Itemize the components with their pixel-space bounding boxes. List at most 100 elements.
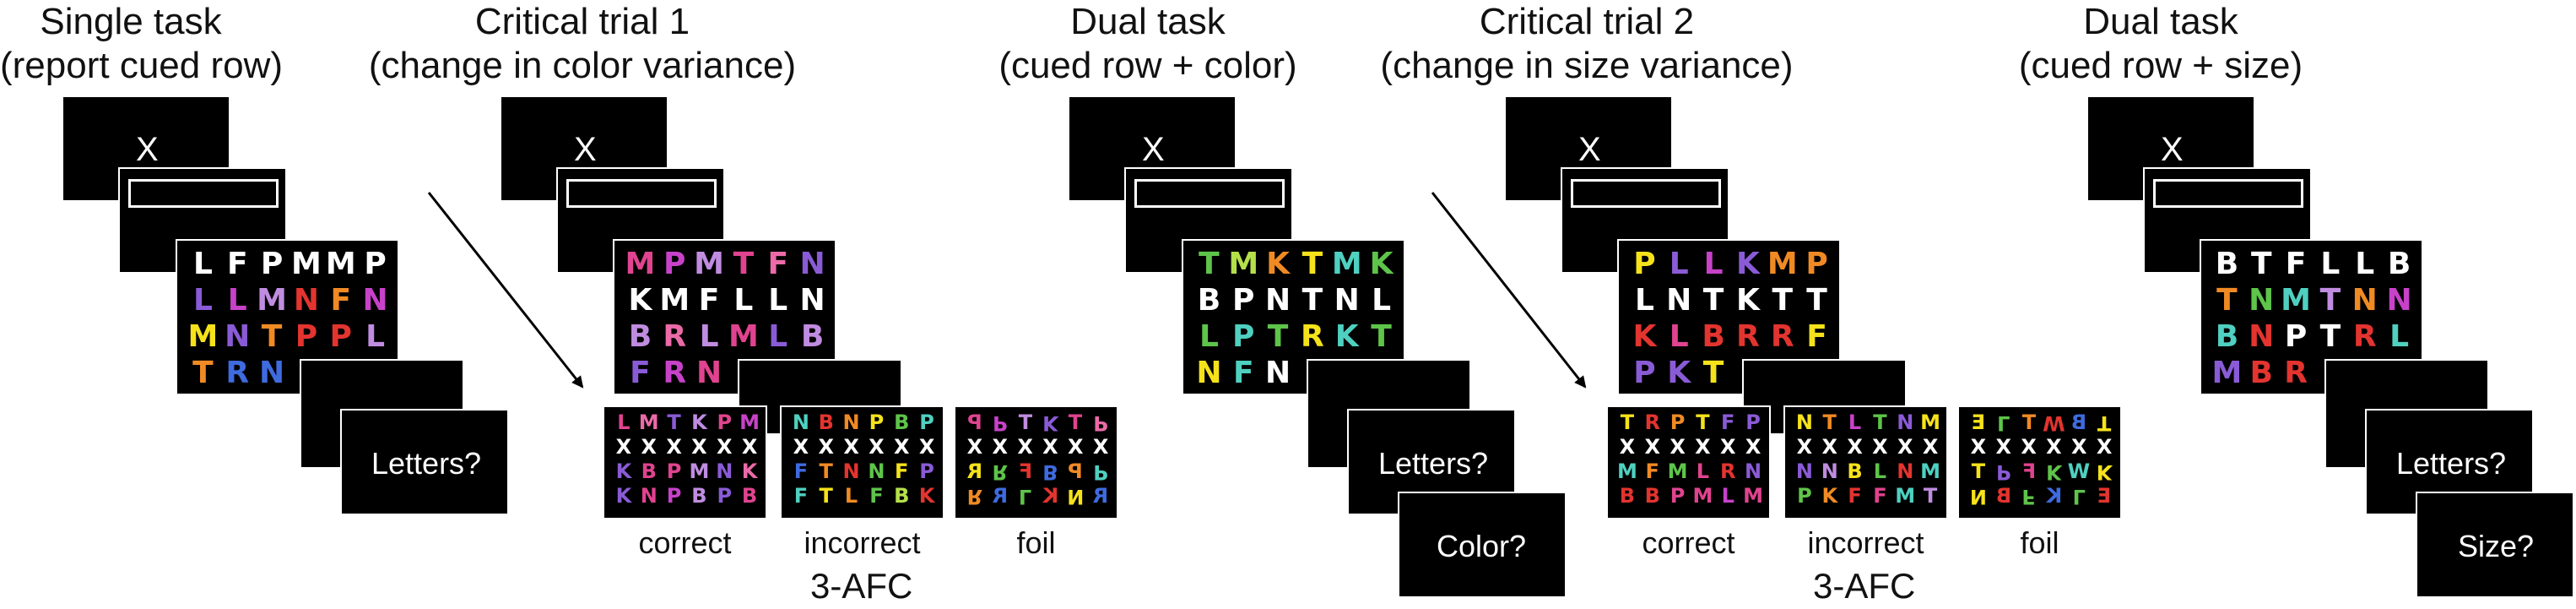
row-cue-box [128, 179, 279, 208]
letter-cell: X [2070, 435, 2087, 459]
letter-cell: F [698, 283, 720, 318]
letter-cell: N [2351, 283, 2378, 318]
letter-cell: M [325, 247, 356, 281]
letter-cell: R [663, 356, 687, 390]
letter-cell: T [1806, 283, 1827, 318]
title-line-2: (cued row + size) [2018, 45, 2303, 86]
letter-cell: N [799, 247, 825, 281]
letter-cell: X [1796, 435, 1813, 459]
caption-correct: correct [1642, 525, 1735, 560]
letter-cell: L [2320, 247, 2341, 281]
letter-cell: L [1018, 485, 1032, 508]
letter-cell: L [1721, 484, 1734, 508]
letter-cell: K [1632, 319, 1657, 354]
letter-cell: T [1371, 319, 1392, 354]
letter-cell: F [793, 459, 809, 483]
letter-cell: M [290, 247, 322, 281]
letter-cell: B [1702, 319, 1725, 354]
letter-cell: P [1797, 484, 1812, 508]
letter-cell: N [1666, 283, 1692, 318]
letter-cell: R [1720, 459, 1736, 483]
title-line-2: (report cued row) [0, 45, 284, 86]
letter-cell: X [2046, 435, 2062, 459]
letter-cell: X [818, 435, 834, 459]
row-cue-box [566, 179, 717, 208]
letter-cell: X [1042, 435, 1058, 459]
color-prompt: Color? [1437, 529, 1527, 563]
title-line-1: Critical trial 1 [474, 1, 690, 42]
letter-cell: X [641, 435, 657, 459]
letter-cell: X [893, 435, 910, 459]
letter-cell: N [2386, 283, 2412, 318]
letter-cell: X [1695, 435, 1711, 459]
letter-cell: N [2249, 319, 2275, 354]
letter-cell: R [225, 356, 250, 390]
letter-cell: T [2216, 283, 2238, 318]
caption-incorrect: incorrect [804, 525, 921, 560]
letter-cell: K [1369, 247, 1394, 281]
letter-cell: L [768, 283, 788, 318]
letter-cell: P [717, 411, 733, 434]
letter-cell: M [2281, 283, 2311, 318]
letter-cell: F [1721, 411, 1735, 434]
letter-cell: P [1805, 247, 1828, 281]
letter-cell: F [2021, 459, 2036, 483]
letter-cell: P [1232, 283, 1255, 318]
letter-cell: K [1735, 247, 1760, 281]
label-3afc: 3-AFC [810, 566, 913, 606]
letter-cell: K [615, 459, 632, 483]
letter-cell: X [2021, 435, 2037, 459]
letter-cell: B [741, 484, 758, 508]
letter-cell: M [1228, 247, 1259, 281]
letter-cell: P [329, 319, 352, 354]
letter-cell: B [1847, 459, 1863, 483]
letter-cell: X [1619, 435, 1636, 459]
letter-cell: M [1895, 484, 1916, 508]
letter-cell: K [1667, 356, 1691, 390]
fixation-cross: X [1142, 131, 1165, 168]
letter-cell: N [1745, 459, 1762, 483]
letter-cell: T [1923, 484, 1938, 508]
letter-cell: P [364, 247, 387, 281]
letter-cell: L [192, 283, 213, 318]
letter-cell: P [1093, 460, 1108, 484]
letter-cell: T [1702, 283, 1724, 318]
letter-cell: T [1772, 283, 1794, 318]
letter-cell: L [1873, 459, 1887, 483]
letter-cell: R [663, 319, 687, 354]
letter-cell: T [819, 484, 833, 508]
letter-cell: X [793, 435, 809, 459]
letter-cell: L [1669, 247, 1689, 281]
letter-cell: E [1971, 411, 1986, 434]
letter-cell: B [2387, 247, 2411, 281]
letter-cell: P [1232, 319, 1255, 354]
letter-cell: L [1696, 459, 1710, 483]
letter-cell: M [1692, 484, 1713, 508]
letter-cell: X [716, 435, 733, 459]
letter-cell: K [1266, 247, 1291, 281]
prompt-screen-size: Size? [2416, 492, 2574, 598]
letter-cell: B [628, 319, 652, 354]
letter-cell: T [733, 247, 755, 281]
letter-cell: F [1018, 459, 1032, 483]
letter-cell: X [1922, 435, 1939, 459]
letter-cell: T [1696, 411, 1710, 434]
letter-cell: B [641, 459, 657, 483]
letter-cell: N [293, 283, 319, 318]
letter-cell: L [699, 319, 719, 354]
title-line-1: Dual task [2083, 1, 2238, 42]
letter-cell: T [2097, 411, 2112, 435]
letter-cell: F [1645, 459, 1659, 483]
letter-cell: B [2215, 247, 2239, 281]
fixation-cross: X [1578, 131, 1601, 168]
letter-cell: T [192, 356, 214, 390]
letter-cell: M [625, 247, 656, 281]
